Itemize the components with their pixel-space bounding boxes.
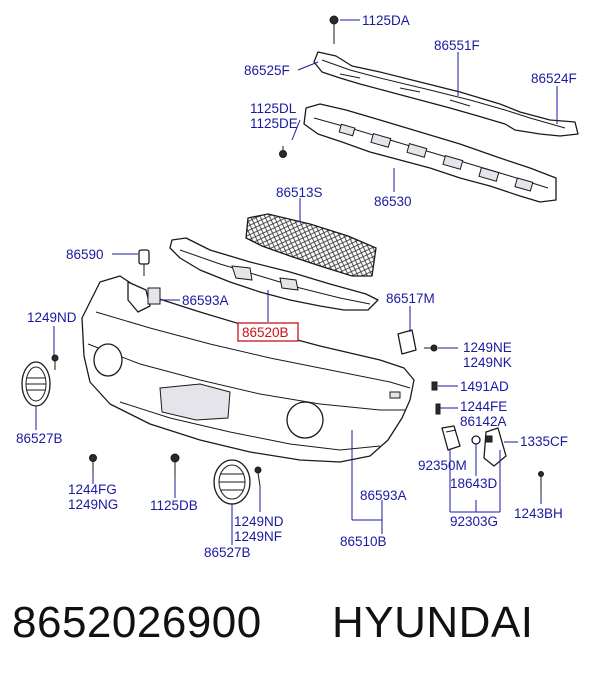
- label-92303g: 92303G: [450, 514, 498, 529]
- label-1244fe: 1244FE: [460, 399, 507, 414]
- label-1335cf: 1335CF: [520, 434, 568, 449]
- label-86593a-top: 86593A: [182, 293, 229, 308]
- label-86517m: 86517M: [386, 291, 435, 306]
- screw-1244fe: [435, 403, 441, 415]
- screw-1249ne: [424, 344, 438, 352]
- label-1249nk: 1249NK: [463, 355, 512, 370]
- label-86530: 86530: [374, 194, 412, 209]
- label-92350m: 92350M: [418, 458, 467, 473]
- label-18643d: 18643D: [450, 476, 498, 491]
- highlight-box-86520b: [237, 322, 299, 342]
- label-86551f: 86551F: [434, 38, 480, 53]
- label-86527b-bottom: 86527B: [204, 545, 251, 560]
- label-1125da: 1125DA: [362, 13, 410, 28]
- label-86525f: 86525F: [244, 63, 290, 78]
- label-86527b-left: 86527B: [16, 431, 63, 446]
- label-1249nd-bottom: 1249ND: [234, 514, 284, 529]
- label-86520b: 86520B: [242, 325, 289, 340]
- bulb-18643d: [471, 435, 481, 445]
- bracket-86593a-top: [147, 287, 161, 305]
- bumper-cover-86510b: [81, 275, 415, 463]
- clip-1491ad: [431, 381, 438, 391]
- label-1249ne: 1249NE: [463, 340, 512, 355]
- bumper-beam-86530: [303, 103, 557, 203]
- fog-lamp-92350m: [441, 425, 461, 451]
- screw-1249nd-left: [51, 354, 59, 370]
- bracket-86517m: [397, 329, 417, 355]
- label-1125dl: 1125DL: [250, 101, 297, 116]
- bolt-1125dl: [279, 146, 287, 158]
- grille-86513s: [245, 213, 377, 277]
- lamp-cover-1335cf: [483, 427, 507, 467]
- energy-absorber-86520b: [169, 237, 379, 311]
- label-1125db: 1125DB: [150, 498, 198, 513]
- label-1249ng: 1249NG: [68, 497, 118, 512]
- screw-1249nd-bottom: [254, 466, 262, 487]
- label-86593a-bottom: 86593A: [360, 488, 407, 503]
- bolt-1125da: [329, 15, 339, 44]
- mount-bracket-86551f: [313, 51, 579, 137]
- label-1249nd-left: 1249ND: [27, 310, 77, 325]
- footer-brand: HYUNDAI: [332, 598, 534, 647]
- label-86513s: 86513S: [276, 185, 323, 200]
- label-86510b: 86510B: [340, 534, 387, 549]
- leader-lines: [35, 19, 558, 545]
- screw-1243bh: [538, 471, 544, 494]
- label-1491ad: 1491AD: [460, 379, 509, 394]
- fog-cover-86527b-left: [21, 361, 51, 407]
- screw-1244fg: [89, 454, 97, 474]
- bolt-1125db: [170, 453, 180, 478]
- label-1249nf: 1249NF: [234, 529, 282, 544]
- label-86142a: 86142A: [460, 414, 507, 429]
- label-86590: 86590: [66, 247, 104, 262]
- label-1125de: 1125DE: [250, 116, 298, 131]
- label-1244fg: 1244FG: [68, 482, 117, 497]
- fog-cover-86527b-bottom: [213, 459, 251, 505]
- clip-86590: [138, 249, 150, 276]
- footer-part-number: 8652026900: [12, 598, 262, 647]
- label-1243bh: 1243BH: [514, 506, 563, 521]
- label-86524f: 86524F: [531, 71, 577, 86]
